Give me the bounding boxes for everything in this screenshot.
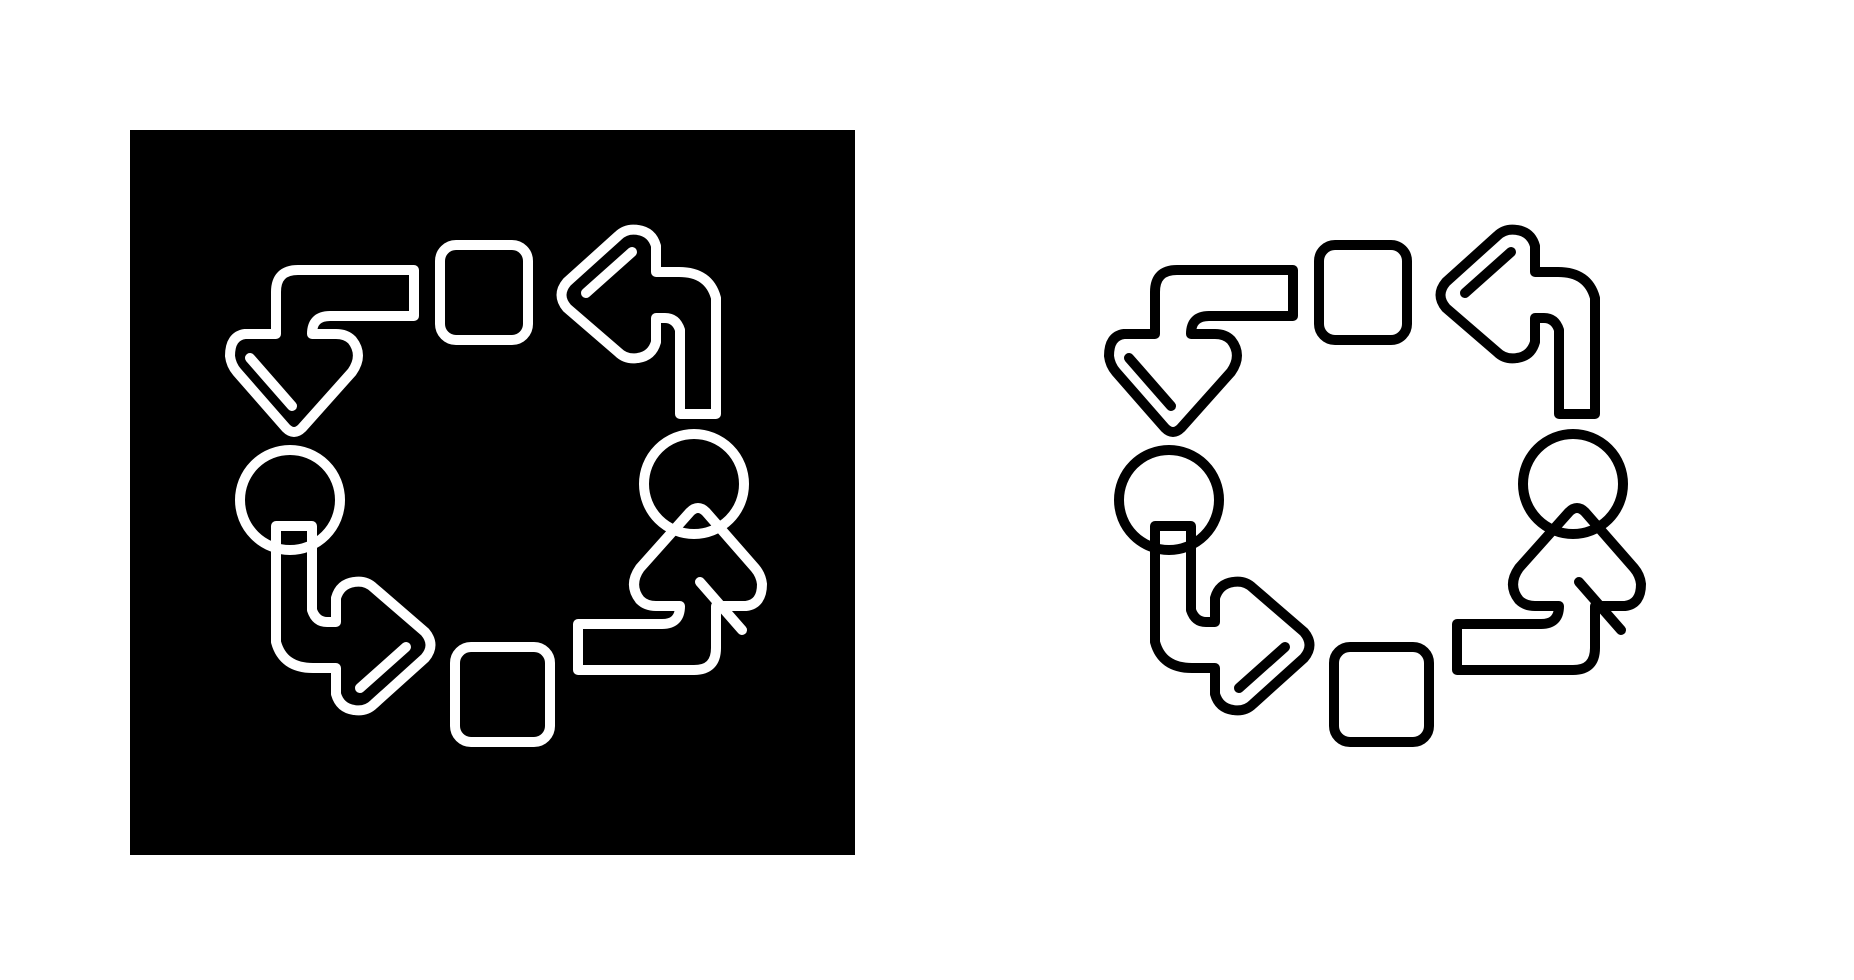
icon-tile [130, 130, 855, 855]
process-cycle-icon-line [1109, 230, 1641, 742]
process-cycle-icon-glyph [130, 130, 855, 855]
cycle-icon [1109, 230, 1641, 742]
